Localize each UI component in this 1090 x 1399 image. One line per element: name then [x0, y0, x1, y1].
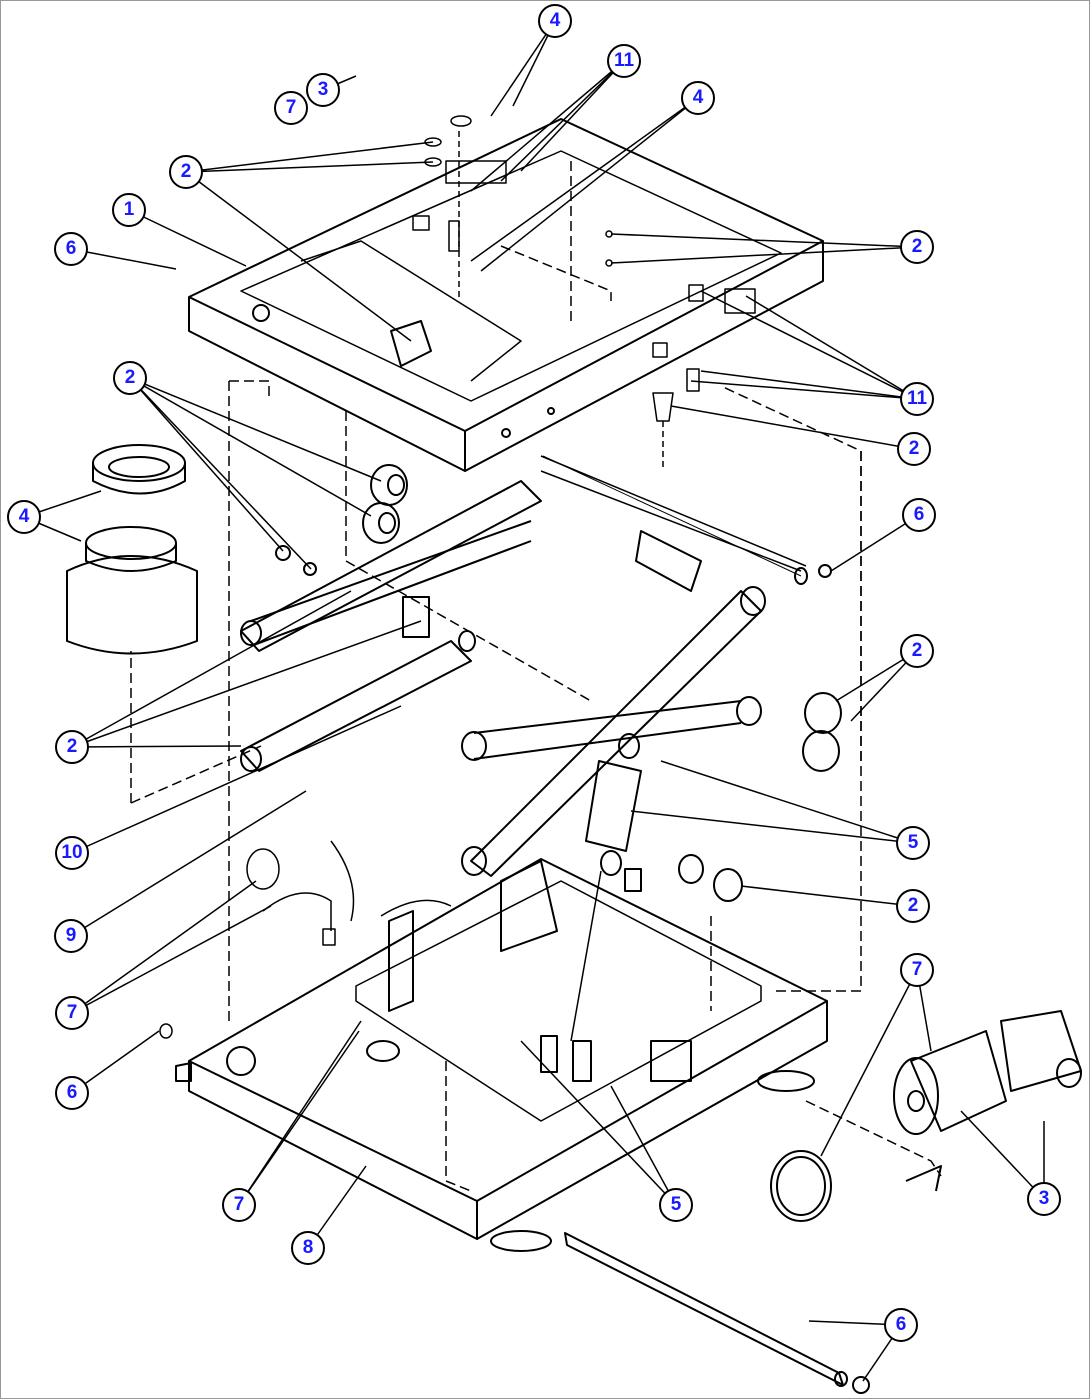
wiring-harness: [159, 840, 452, 1039]
callout-2: 2: [55, 730, 89, 764]
air-spring: [66, 444, 198, 655]
leader-line: [470, 97, 699, 262]
upper-hardware: [412, 115, 756, 471]
leader-line: [500, 60, 625, 182]
leader-line: [185, 161, 434, 173]
leader-line: [71, 620, 422, 748]
leader-line: [960, 1110, 1045, 1200]
callout-5: 5: [659, 1188, 693, 1222]
leader-line: [71, 1030, 160, 1094]
callout-7: 7: [222, 1188, 256, 1222]
callout-4: 4: [7, 500, 41, 534]
leader-line: [520, 60, 625, 172]
leader-line: [520, 1040, 677, 1206]
leader-line: [129, 377, 382, 482]
lower-frame: [175, 858, 828, 1252]
leader-lines: [23, 20, 1045, 1382]
leader-line: [690, 380, 918, 400]
upper-frame: [188, 118, 824, 472]
callout-6: 6: [55, 1076, 89, 1110]
callout-6: 6: [902, 498, 936, 532]
leader-line: [610, 233, 918, 248]
callout-11: 11: [607, 44, 641, 78]
callout-5: 5: [896, 826, 930, 860]
bushings: [275, 464, 842, 902]
callout-6: 6: [884, 1308, 918, 1342]
leader-line: [745, 295, 918, 400]
callout-2: 2: [900, 634, 934, 668]
callout-1: 1: [112, 193, 146, 227]
leader-line: [700, 290, 918, 400]
shock-absorber: [570, 733, 642, 1042]
leader-line: [71, 745, 242, 748]
leader-line: [128, 209, 247, 267]
leader-line: [129, 377, 312, 570]
callout-11: 11: [900, 382, 934, 416]
leader-line: [71, 705, 402, 854]
motor-assembly: [770, 1010, 1082, 1222]
leader-line: [470, 60, 625, 192]
callout-3: 3: [1027, 1182, 1061, 1216]
callout-7: 7: [55, 996, 89, 1030]
callout-7: 7: [274, 91, 308, 125]
callout-2: 2: [169, 155, 203, 189]
callout-8: 8: [291, 1231, 325, 1265]
leader-line: [700, 370, 918, 400]
leader-line: [670, 405, 915, 450]
pivot-rods: [542, 455, 870, 1394]
callout-2: 2: [897, 432, 931, 466]
leader-line: [630, 810, 914, 844]
callout-2: 2: [900, 230, 934, 264]
leader-line: [490, 20, 556, 117]
leader-line: [185, 171, 412, 342]
leader-line: [480, 97, 699, 272]
callout-6: 6: [54, 232, 88, 266]
leader-line: [238, 1030, 360, 1206]
callout-2: 2: [113, 361, 147, 395]
leader-line: [740, 885, 914, 907]
leader-line: [610, 246, 918, 264]
leader-line: [185, 141, 434, 173]
leader-line: [820, 969, 918, 1157]
leader-line: [129, 377, 284, 552]
leader-line: [129, 377, 372, 517]
callout-4: 4: [681, 81, 715, 115]
leader-line: [610, 1085, 677, 1206]
callout-7: 7: [900, 953, 934, 987]
leader-line: [71, 905, 272, 1014]
callout-9: 9: [54, 919, 88, 953]
leader-line: [71, 590, 352, 748]
leader-line: [660, 760, 914, 844]
callout-4: 4: [538, 4, 572, 38]
callout-2: 2: [896, 889, 930, 923]
leader-line: [71, 880, 257, 1014]
callout-10: 10: [55, 836, 89, 870]
leader-line: [70, 790, 307, 937]
callout-3: 3: [306, 73, 340, 107]
leader-line: [70, 248, 177, 270]
scissor-linkage: [240, 455, 808, 877]
guide-lines: [130, 161, 942, 1192]
